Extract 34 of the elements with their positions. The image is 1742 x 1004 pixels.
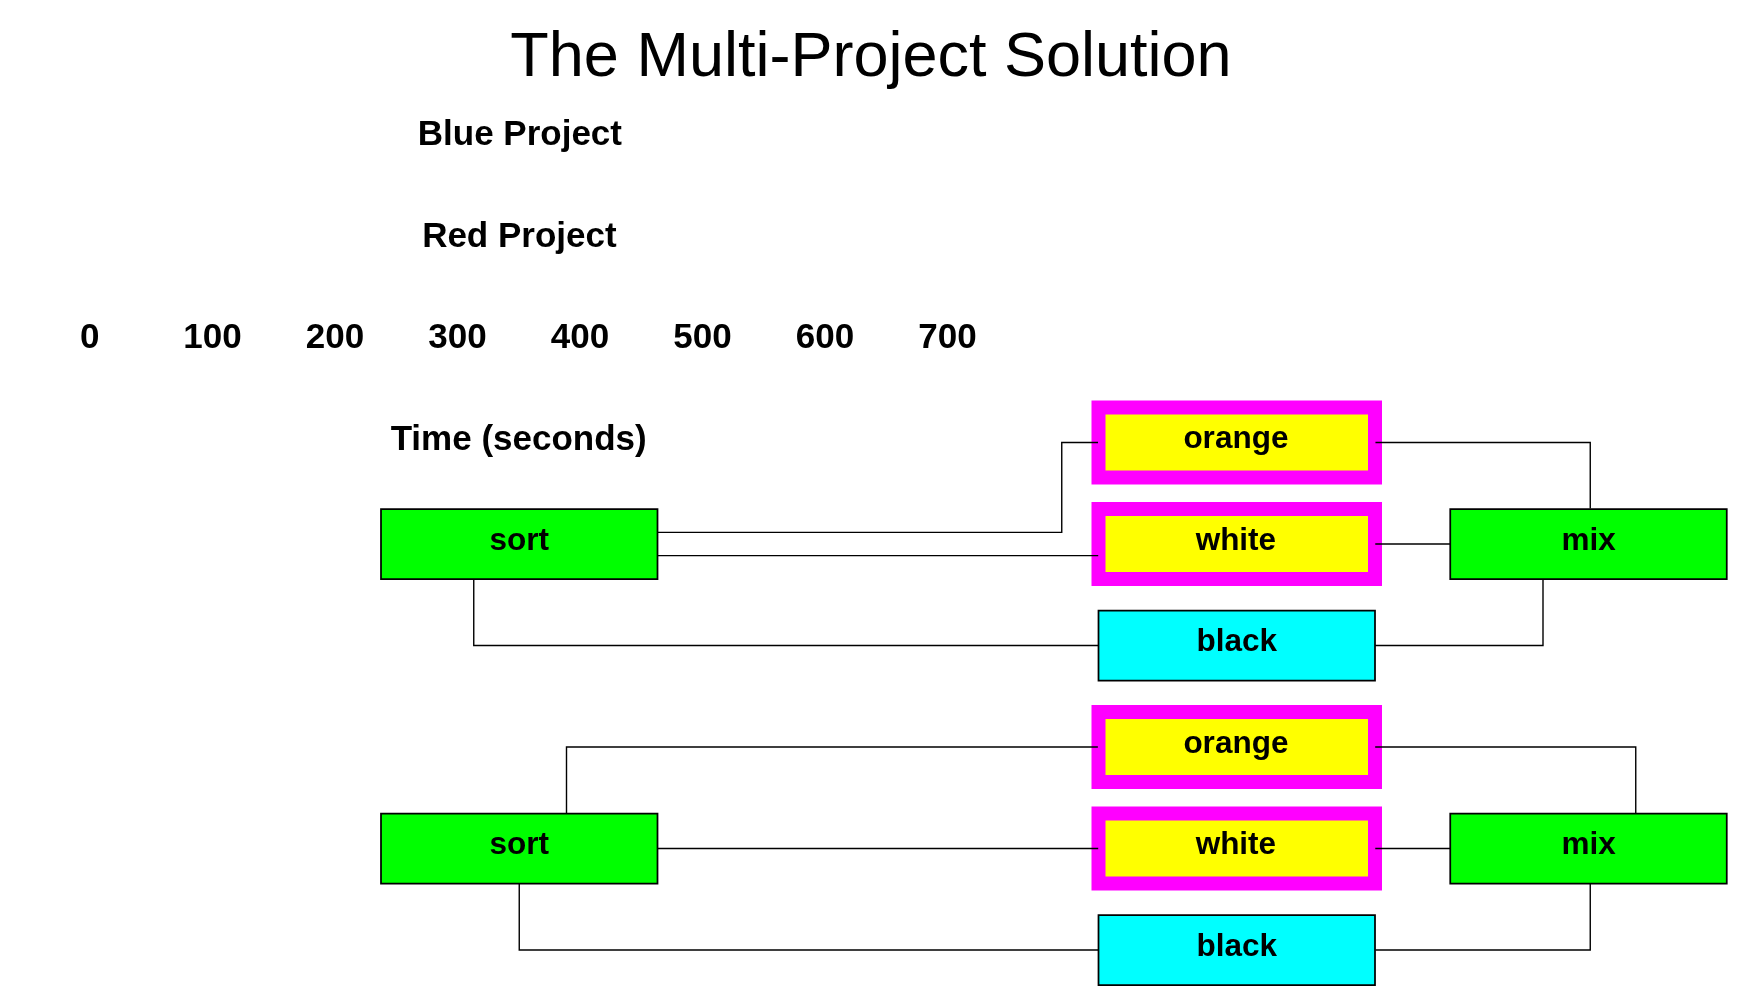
node-box: white (1091, 502, 1382, 586)
node-box: mix (1449, 508, 1728, 580)
connector (1374, 883, 1591, 951)
connector (1374, 578, 1544, 647)
label: 600 (795, 316, 855, 355)
node-box: black (1097, 609, 1376, 682)
connector (656, 554, 1099, 557)
node-box: mix (1449, 812, 1728, 885)
label: 0 (80, 316, 100, 355)
connector (518, 883, 1100, 951)
connector (1374, 441, 1591, 510)
connector (1374, 847, 1451, 850)
label: Red Project (422, 214, 617, 254)
connector (656, 441, 1099, 534)
label: 700 (918, 316, 977, 355)
node-box: orange (1091, 400, 1382, 485)
label: 100 (183, 316, 242, 355)
label: Time (seconds) (390, 417, 647, 457)
node-box: white (1091, 806, 1382, 891)
connector (1374, 543, 1451, 545)
node-box: sort (380, 508, 659, 580)
label: Blue Project (417, 113, 622, 152)
connector (1374, 746, 1637, 814)
connector (473, 578, 1099, 647)
node-box: orange (1091, 705, 1382, 789)
diagram-title: The Multi-Project Solution (510, 19, 1232, 90)
label: 200 (305, 316, 365, 355)
label: 500 (673, 316, 732, 355)
connector (656, 847, 1099, 850)
node-box: black (1097, 914, 1376, 986)
node-box: sort (380, 812, 659, 885)
connector (565, 746, 1099, 814)
label: 300 (428, 316, 487, 355)
label: 400 (550, 316, 610, 355)
